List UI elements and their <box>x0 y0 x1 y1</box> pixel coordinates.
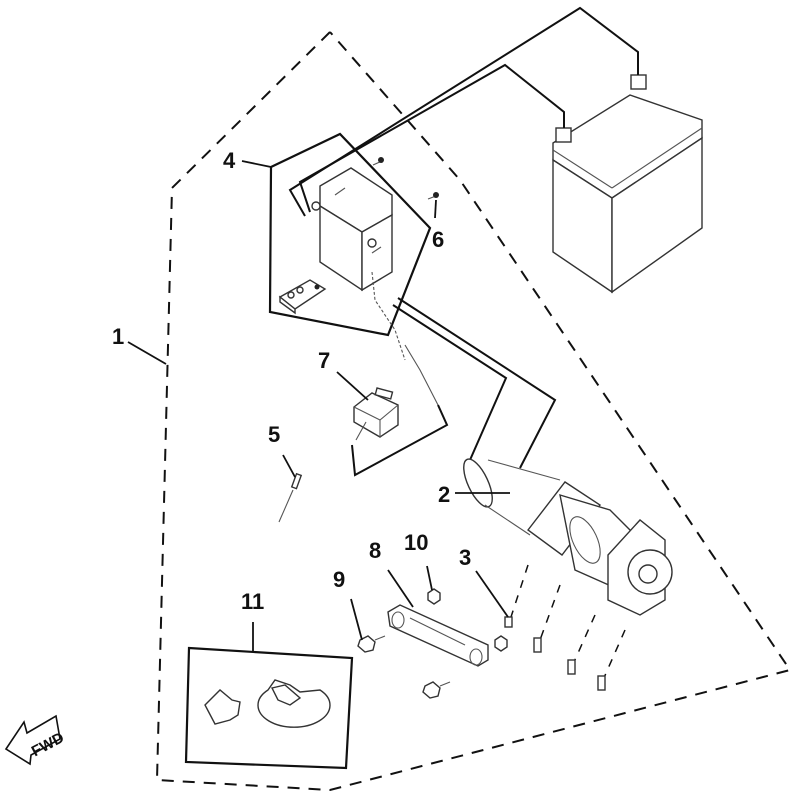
battery-cables <box>288 6 639 217</box>
callout-11: 11 <box>241 589 264 614</box>
nut <box>427 588 441 605</box>
control-box <box>311 167 393 292</box>
pin <box>278 472 303 523</box>
battery-terminal-negative <box>555 127 572 143</box>
callout-3: 3 <box>459 545 471 570</box>
fwd-arrow-icon: FWD <box>4 714 67 766</box>
fairlead-fasteners <box>357 588 508 699</box>
winch-drum-gearbox <box>527 481 673 616</box>
relay <box>353 387 399 441</box>
callout-7: 7 <box>318 348 330 373</box>
remote-switch <box>278 279 327 315</box>
battery-terminal-positive <box>630 74 647 90</box>
callout-8: 8 <box>369 538 381 563</box>
callout-1: 1 <box>112 324 124 349</box>
bolt-head <box>357 635 376 653</box>
assembly-boundary <box>155 31 792 792</box>
control-box-kit-frame <box>268 132 432 337</box>
callout-5: 5 <box>268 422 280 447</box>
mounting-bolts <box>504 564 626 691</box>
bolt-head <box>422 681 441 699</box>
callout-9: 9 <box>333 567 345 592</box>
control-box-screws <box>372 157 439 200</box>
callout-2: 2 <box>438 482 450 507</box>
winch-motor <box>463 458 561 536</box>
nut <box>494 635 508 652</box>
callout-4: 4 <box>223 148 236 173</box>
cable-stopper-kit <box>184 646 354 770</box>
callout-leaders <box>127 160 510 651</box>
wire-harness <box>351 271 557 477</box>
callout-10: 10 <box>404 530 428 555</box>
callout-6: 6 <box>432 227 444 252</box>
callout-labels: 1 2 3 4 5 6 7 8 9 10 11 <box>112 148 471 614</box>
fairlead <box>387 604 489 667</box>
battery <box>552 74 703 294</box>
